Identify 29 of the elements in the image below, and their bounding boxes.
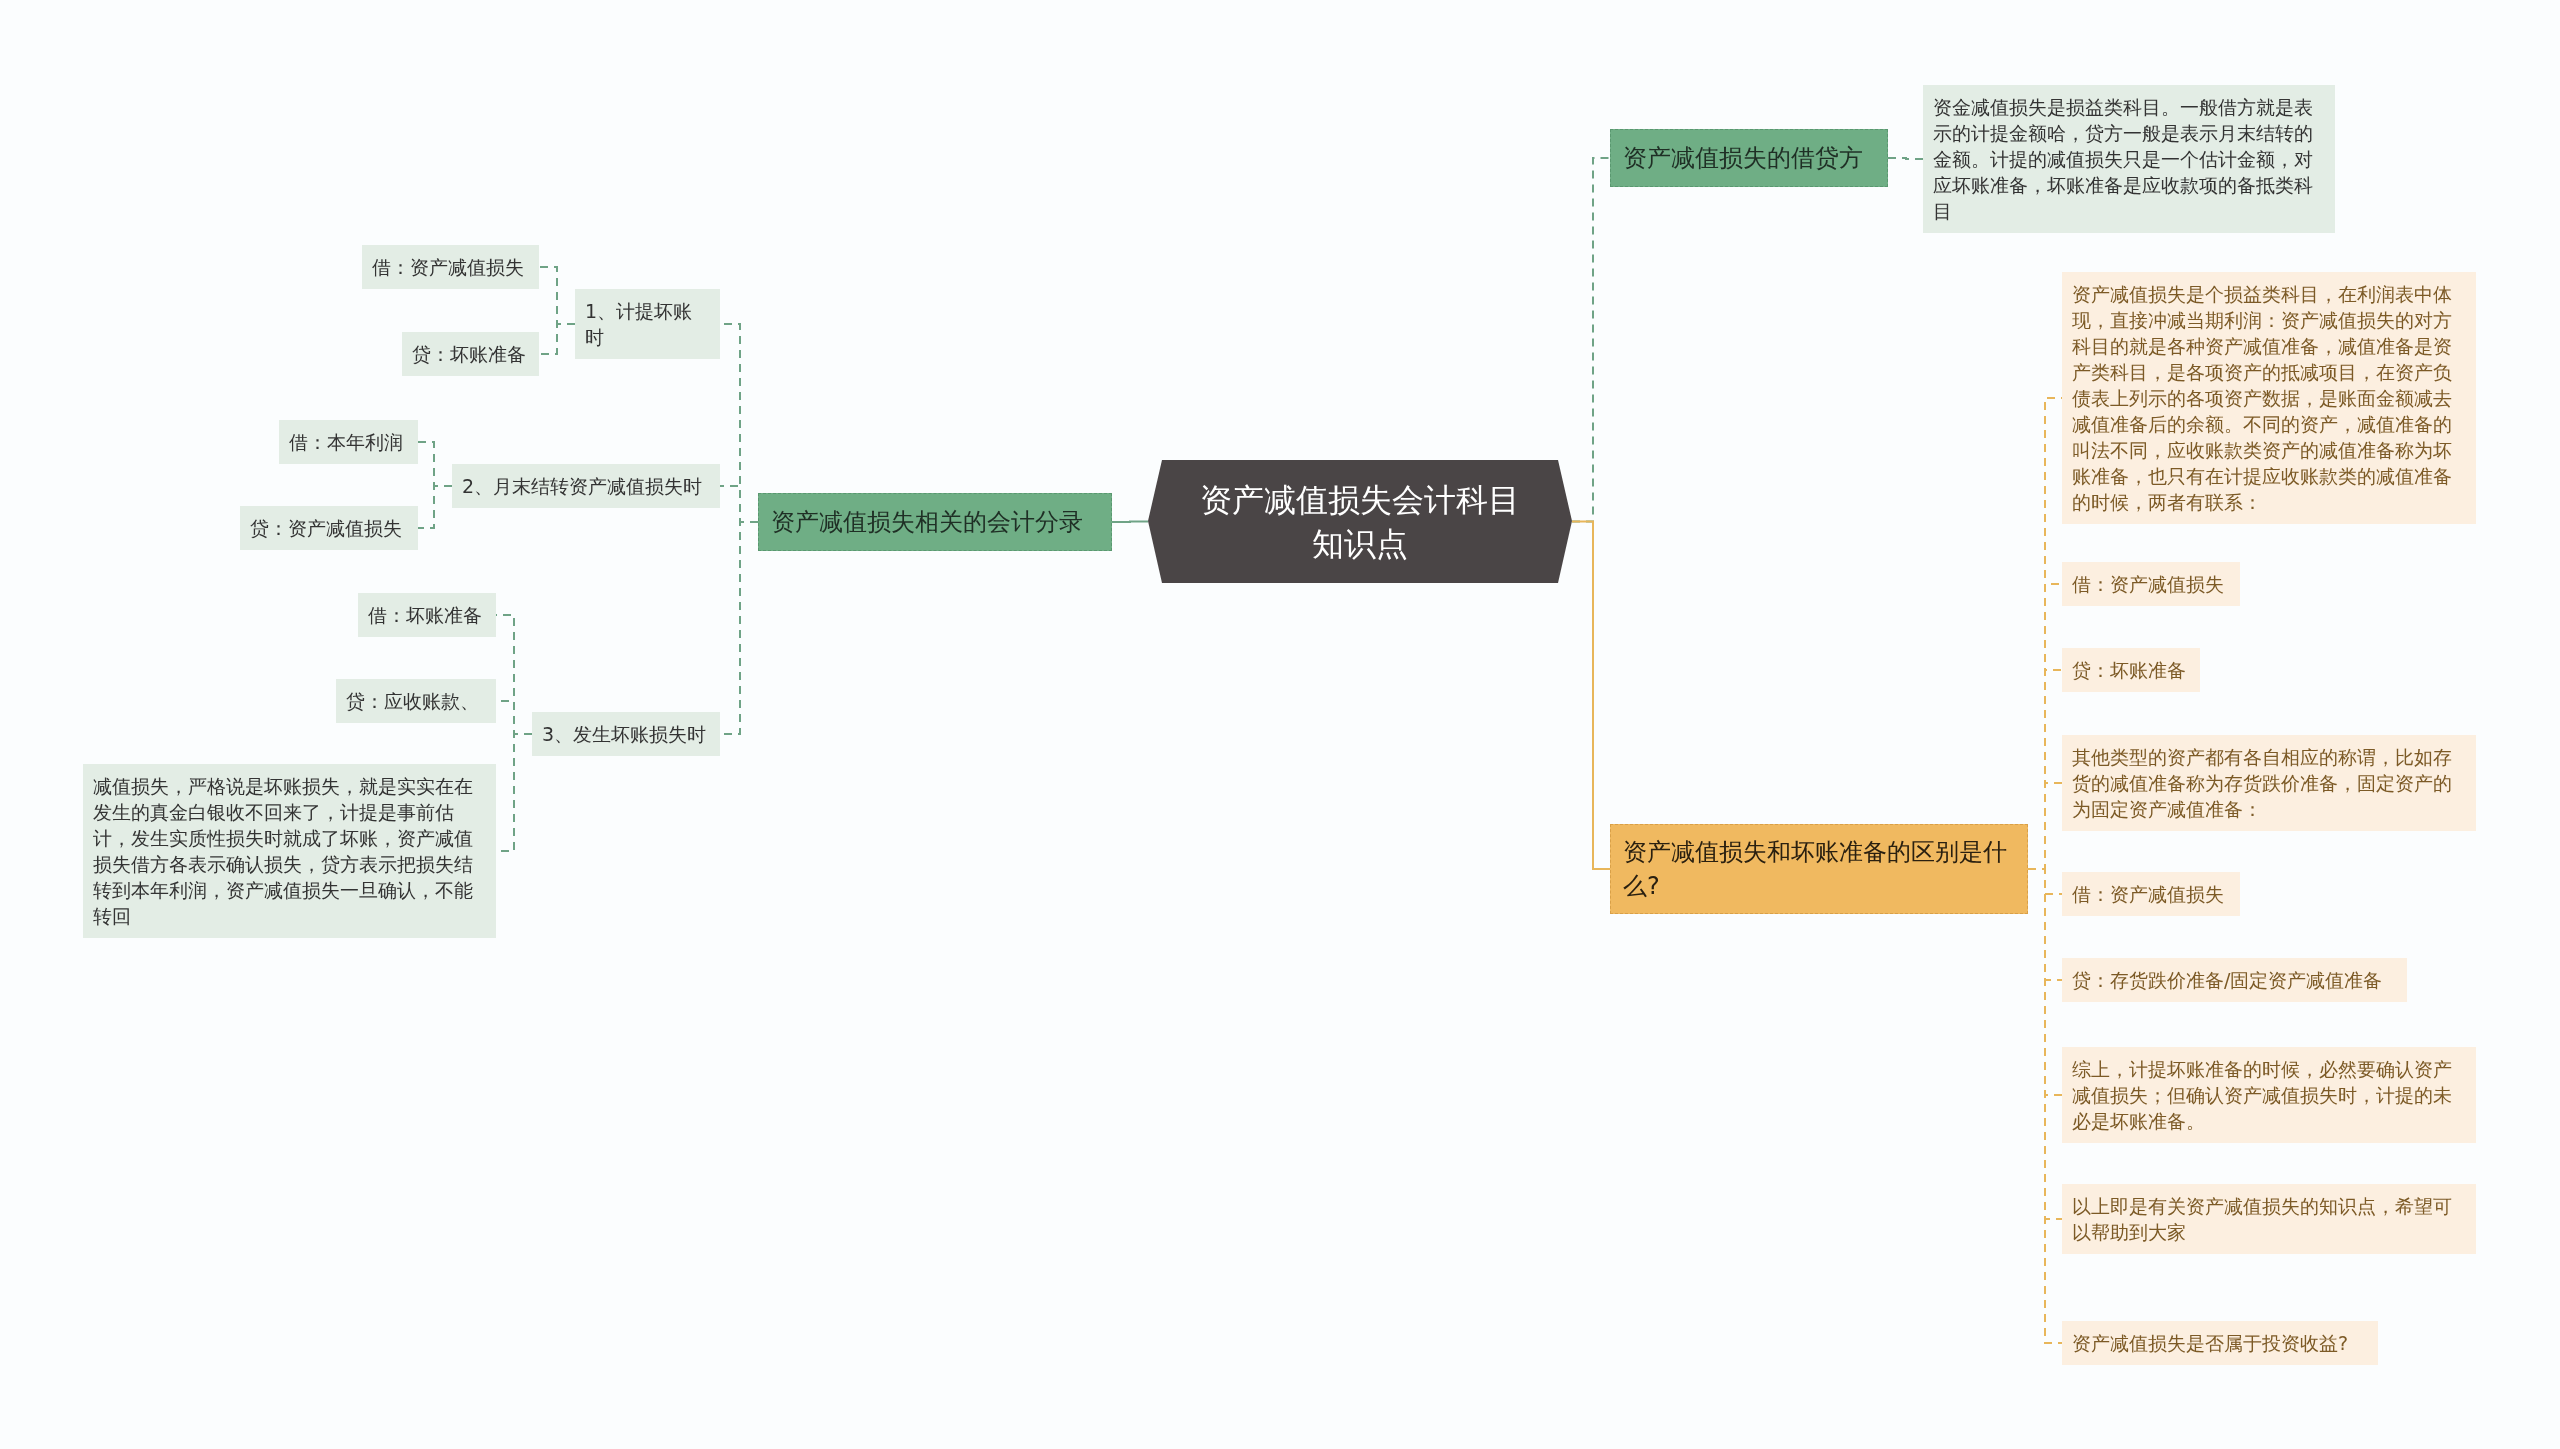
entry-box: 借：坏账准备 xyxy=(358,593,496,637)
note-box: 其他类型的资产都有各自相应的称谓，比如存货的减值准备称为存货跌价准备，固定资产的为固定资产减值准备： xyxy=(2062,735,2476,831)
connector xyxy=(1111,520,1149,523)
entry-box: 3、发生坏账损失时 xyxy=(532,712,720,756)
note-box: 资金减值损失是损益类科目。一般借方就是表示的计提金额哈，贷方一般是表示月末结转的金额。计提的减值损失只是一个估计金额，对应坏账准备，坏账准备是应收款项的备抵类科目 xyxy=(1923,85,2335,233)
connector xyxy=(1887,157,1924,160)
connector xyxy=(538,323,576,355)
topic-box: 资产减值损失相关的会计分录 xyxy=(758,493,1112,551)
note-box: 综上，计提坏账准备的时候，必然要确认资产减值损失；但确认资产减值损失时，计提的未必是坏账准备。 xyxy=(2062,1047,2476,1143)
entry-box: 借：资产减值损失 xyxy=(2062,872,2240,916)
entry-box: 贷：坏账准备 xyxy=(402,332,539,376)
entry-box: 资产减值损失是否属于投资收益? xyxy=(2062,1321,2378,1365)
entry-box: 借：本年利润 xyxy=(279,420,418,464)
topic-box: 资产减值损失和坏账准备的区别是什么? xyxy=(1610,824,2028,914)
central-topic: 资产减值损失会计科目知识点 xyxy=(1148,460,1572,583)
entry-box: 借：资产减值损失 xyxy=(362,245,539,289)
entry-box: 贷：资产减值损失 xyxy=(240,506,418,550)
entry-box: 贷：坏账准备 xyxy=(2062,648,2200,692)
note-box: 资产减值损失是个损益类科目，在利润表中体现，直接冲减当期利润：资产减值损失的对方科目的就是各种资产减值准备，减值准备是资产类科目，是各项资产的抵减项目，在资产负债表上列示的各项资产数据，是账面金额减去减值准备后的余额。不同的资产，减值准备的叫法不同，应收账款类资产的减值准备称为坏账准备，也只有在计提应收账款类的减值准备的时候，两者有联系： xyxy=(2062,272,2476,524)
connector xyxy=(417,485,453,529)
connector xyxy=(1571,520,1611,870)
entry-box: 贷：存货跌价准备/固定资产减值准备 xyxy=(2062,958,2407,1002)
entry-box: 2、月末结转资产减值损失时 xyxy=(452,464,720,508)
entry-box: 1、计提坏账时 xyxy=(575,289,720,359)
topic-box: 资产减值损失的借贷方 xyxy=(1610,129,1888,187)
note-box: 以上即是有关资产减值损失的知识点，希望可以帮助到大家 xyxy=(2062,1184,2476,1254)
note-box: 减值损失，严格说是坏账损失，就是实实在在发生的真金白银收不回来了，计提是事前估计，发生实质性损失时就成了坏账，资产减值损失借方各表示确认损失，贷方表示把损失结转到本年利润，资产减值损失一旦确认，不能转回 xyxy=(83,764,496,938)
entry-box: 贷：应收账款、 xyxy=(336,679,496,723)
entry-box: 借：资产减值损失 xyxy=(2062,562,2240,606)
